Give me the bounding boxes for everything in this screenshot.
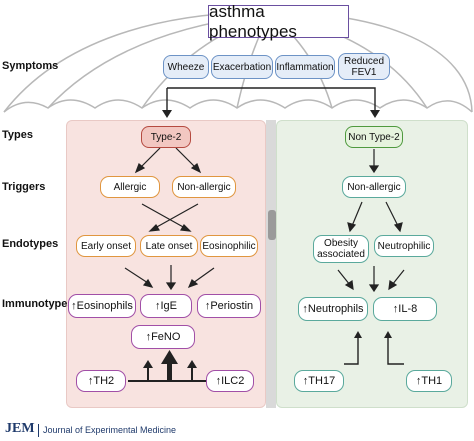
endotype-late-onset: Late onset	[140, 235, 198, 257]
immunotype-neutrophils: ↑Neutrophils	[298, 297, 368, 321]
cell-th17: ↑TH17	[294, 370, 344, 392]
arrow-eos-ige	[192, 267, 215, 284]
diagram-title: asthma phenotypes	[208, 2, 349, 41]
main-arrowhead-feno	[161, 350, 178, 364]
journal-name: Journal of Experimental Medicine	[43, 425, 177, 435]
th17-th1-connector	[344, 336, 404, 365]
arrowhead	[165, 282, 177, 291]
cell-ilc2: ↑ILC2	[206, 370, 254, 392]
cell-th2: ↑TH2	[76, 370, 126, 392]
arrowhead-nontype2	[370, 110, 380, 118]
arrow-allergic-lateonset	[141, 203, 186, 229]
symptom-wheeze: Wheeze	[163, 55, 209, 79]
arrowhead	[368, 284, 380, 293]
type-type2: Type-2	[141, 126, 191, 148]
umbrella-handle	[268, 210, 276, 240]
symptom-reduced-fev1: Reduced FEV1	[338, 53, 390, 80]
trigger-allergic: Allergic	[100, 176, 160, 198]
endotype-neutrophilic: Neutrophilic	[374, 235, 434, 257]
umbrella-pole	[266, 120, 276, 408]
arrowhead	[190, 163, 202, 174]
symptom-connector	[166, 87, 376, 112]
arrowhead	[368, 165, 380, 174]
row-label-endotypes: Endotypes	[2, 238, 59, 250]
arrow-neutrophilic-neutrophils	[391, 269, 405, 286]
trigger-nonallergic-right: Non-allergic	[342, 176, 406, 198]
arrowhead	[148, 224, 160, 232]
cell-th1: ↑TH1	[406, 370, 452, 392]
journal-logo: JEM	[5, 421, 35, 436]
immunotype-feno: ↑FeNO	[131, 325, 195, 349]
arrowhead-ilc2	[187, 360, 197, 368]
immunotype-periostin: ↑Periostin	[197, 294, 261, 318]
trigger-nonallergic-left: Non-allergic	[172, 176, 236, 198]
arrow-type2-nonallergic	[175, 147, 197, 169]
arrowhead-type2	[162, 110, 172, 118]
immunotype-ige: ↑IgE	[140, 294, 192, 318]
arrowhead	[388, 279, 398, 291]
endotype-early-onset: Early onset	[76, 235, 136, 257]
arrowhead	[134, 163, 146, 174]
row-label-immunotypes: Immunotypes	[2, 298, 74, 310]
arrowhead	[344, 279, 354, 291]
type-nontype2: Non Type-2	[345, 126, 403, 148]
endotype-obesity-associated: Obesity associated	[313, 235, 369, 263]
arrowhead-th2	[143, 360, 153, 368]
endotype-eosinophilic: Eosinophilic	[200, 235, 258, 257]
arrowhead-th1	[384, 331, 392, 338]
arrowhead	[393, 222, 403, 233]
arrow-nonallergic-neutrophilic	[385, 201, 399, 227]
arrow-nonallergic-earlyonset	[154, 203, 199, 229]
footer-divider	[38, 424, 39, 437]
main-arrow-shaft	[167, 362, 172, 382]
arrowhead-th17	[354, 331, 362, 338]
symptom-inflammation: Inflammation	[275, 55, 335, 79]
symptom-exacerbation: Exacerbation	[211, 55, 273, 79]
arrow-obesity-neutrophils	[337, 269, 351, 286]
arrow-type2-allergic	[139, 147, 161, 169]
arrowhead	[142, 278, 154, 288]
arrowhead	[180, 224, 192, 232]
immunotype-eosinophils: ↑Eosinophils	[68, 294, 136, 318]
row-label-types: Types	[2, 129, 33, 141]
arrowhead	[347, 222, 357, 233]
arrow-early-ige	[124, 267, 149, 284]
immunotype-il8: ↑IL-8	[373, 297, 437, 321]
arrow-nonallergic-obesity	[351, 201, 363, 227]
row-label-symptoms: Symptoms	[2, 60, 59, 72]
arrowhead	[187, 279, 199, 289]
row-label-triggers: Triggers	[2, 181, 46, 193]
